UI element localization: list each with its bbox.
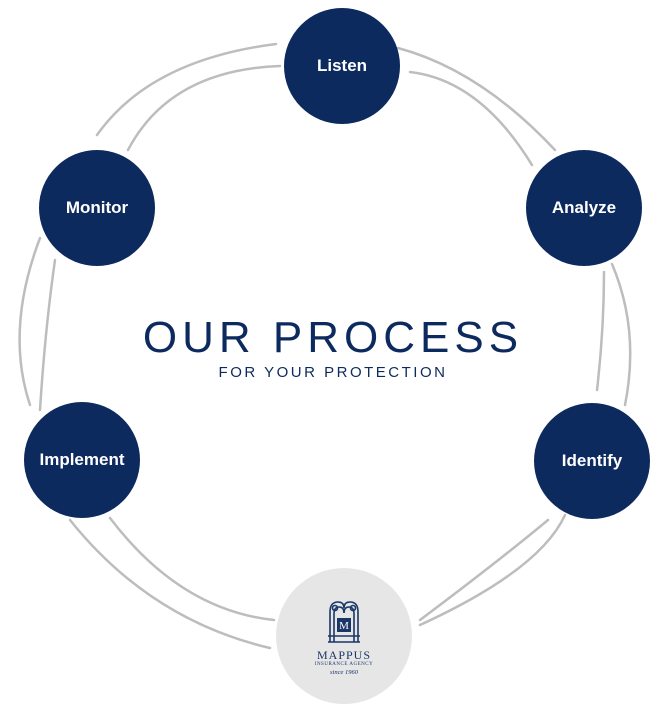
step-implement[interactable]: Implement xyxy=(24,402,140,518)
step-listen-label: Listen xyxy=(316,56,368,75)
step-listen[interactable]: Listen xyxy=(284,8,400,124)
step-monitor[interactable]: Monitor xyxy=(39,150,155,266)
connector-monitor-listen-inner xyxy=(126,64,282,152)
emblem-letter: M xyxy=(339,620,349,632)
connector-analyze-identify-inner xyxy=(595,270,606,392)
connector-logo-implement-inner xyxy=(108,516,276,622)
logo-name: MAPPUS xyxy=(316,648,372,662)
connector-analyze-identify-outer xyxy=(610,262,632,407)
step-implement-label: Implement xyxy=(39,450,125,469)
connector-monitor-listen-outer xyxy=(95,42,278,137)
connector-implement-monitor-outer xyxy=(18,236,42,407)
center-heading: OUR PROCESS FOR YOUR PROTECTION xyxy=(0,312,666,381)
diagram-subtitle: FOR YOUR PROTECTION xyxy=(218,364,448,381)
logo-subtitle: INSURANCE AGENCY xyxy=(314,662,374,667)
mappus-logo[interactable]: M MAPPUS INSURANCE AGENCY since 1960 xyxy=(276,568,412,704)
connector-implement-monitor-inner xyxy=(38,258,57,412)
step-analyze-label: Analyze xyxy=(551,198,617,217)
logo-since: since 1960 xyxy=(330,669,358,676)
connector-listen-analyze-inner xyxy=(408,70,534,167)
connector-identify-logo-inner xyxy=(418,518,550,622)
step-identify[interactable]: Identify xyxy=(534,403,650,519)
connector-identify-logo-outer xyxy=(418,513,567,627)
step-identify-label: Identify xyxy=(561,451,623,470)
connector-logo-implement-outer xyxy=(68,518,272,650)
mappus-emblem-icon: M xyxy=(328,601,360,643)
step-monitor-label: Monitor xyxy=(65,198,129,217)
step-analyze[interactable]: Analyze xyxy=(526,150,642,266)
connector-listen-analyze-outer xyxy=(396,46,557,152)
diagram-title: OUR PROCESS xyxy=(142,313,524,362)
